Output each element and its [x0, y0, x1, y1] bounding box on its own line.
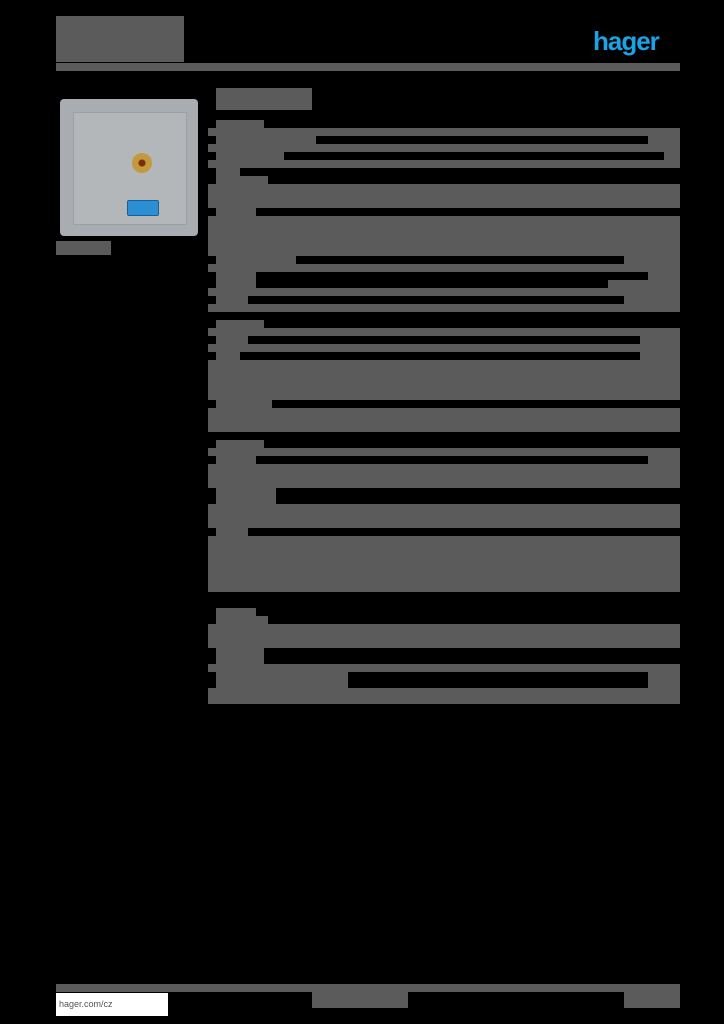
table-row	[624, 256, 680, 264]
section-title	[216, 120, 264, 128]
table-row	[608, 280, 680, 288]
table-row	[208, 536, 680, 592]
table-row	[208, 184, 680, 208]
table-row	[208, 144, 680, 152]
content-heading	[216, 88, 312, 110]
section-title	[216, 440, 264, 448]
table-row	[216, 208, 256, 216]
image-caption	[56, 241, 111, 255]
section-title	[216, 608, 256, 616]
table-row	[208, 288, 680, 296]
table-row	[216, 256, 296, 264]
table-row	[216, 400, 272, 408]
table-row	[640, 336, 680, 344]
table-row	[648, 136, 680, 144]
section-title	[216, 320, 264, 328]
table-row	[216, 272, 256, 288]
table-row	[648, 272, 680, 280]
table-row	[208, 688, 680, 704]
table-row	[216, 456, 256, 464]
table-row	[216, 672, 348, 688]
table-row	[216, 528, 248, 536]
table-row	[208, 464, 680, 488]
usb-port-icon	[127, 200, 159, 216]
table-row	[208, 128, 680, 136]
footer-page-number	[624, 992, 680, 1008]
table-row	[208, 664, 680, 672]
hager-logo: hager	[593, 26, 660, 56]
table-row	[208, 328, 680, 336]
table-row	[624, 296, 680, 304]
audio-jack-icon	[132, 153, 152, 173]
header-rule	[56, 63, 680, 71]
table-row	[208, 448, 680, 456]
table-row	[664, 152, 680, 160]
table-row	[216, 488, 276, 504]
table-row	[208, 344, 680, 352]
table-row	[216, 616, 268, 624]
table-row	[216, 336, 248, 344]
table-row	[208, 160, 680, 168]
table-row	[216, 152, 284, 160]
table-row	[208, 360, 680, 400]
table-row	[208, 264, 680, 272]
table-row	[216, 352, 240, 360]
table-row	[216, 296, 248, 304]
website-link[interactable]: hager.com/cz	[56, 993, 168, 1016]
table-row	[216, 136, 316, 144]
doc-title-block	[56, 16, 184, 62]
table-row	[640, 352, 680, 360]
product-image	[60, 99, 198, 236]
footer-rule	[56, 984, 680, 992]
table-row	[216, 648, 264, 664]
table-row	[216, 168, 240, 176]
table-row	[208, 216, 680, 256]
table-row	[216, 176, 268, 184]
table-row	[648, 456, 680, 464]
table-row	[208, 304, 680, 312]
footer-center-text	[312, 992, 408, 1008]
faceplate	[73, 112, 187, 225]
table-row	[208, 624, 680, 648]
table-row	[208, 504, 680, 528]
table-row	[208, 408, 680, 432]
table-row	[648, 672, 680, 688]
